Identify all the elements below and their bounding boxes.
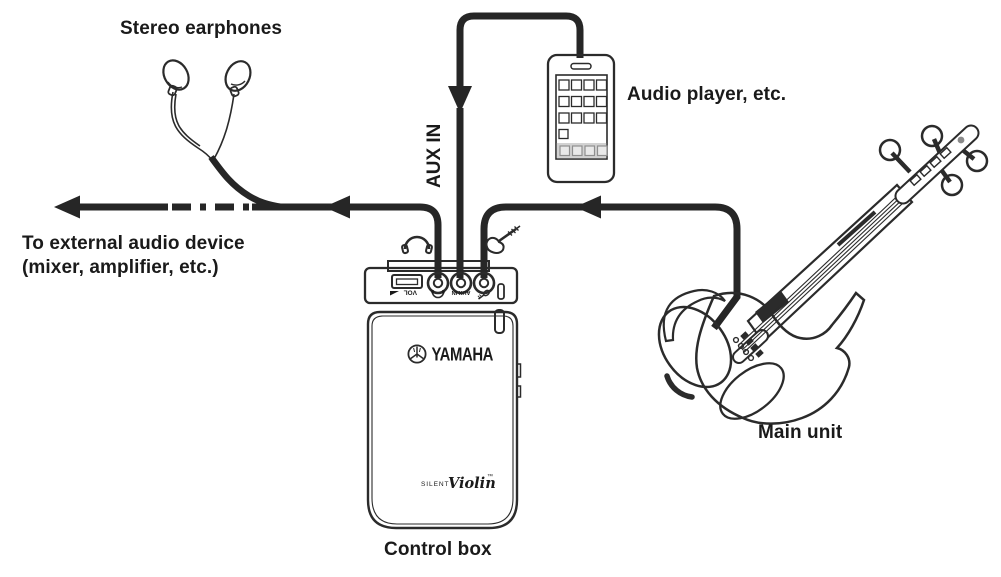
- label-audio-player: Audio player, etc.: [627, 84, 787, 105]
- product-prefix: SILENT: [421, 481, 450, 488]
- label-control-box: Control box: [384, 539, 492, 560]
- volume-wedge-icon: [390, 291, 399, 296]
- violin-pegs: [878, 124, 989, 197]
- violin-fingerboard-end: [755, 291, 789, 323]
- violin-body-frame: [695, 291, 866, 425]
- arrowhead-down-icon: [448, 86, 472, 113]
- headphones-jack-label: [431, 289, 445, 299]
- yamaha-tuning-fork-icon: [407, 344, 427, 364]
- control-box-inner-line: [371, 315, 514, 525]
- volume-label-group: VOL: [390, 289, 417, 296]
- violin-strings: [737, 191, 909, 353]
- violin-icon: [485, 225, 521, 254]
- violin-chin-rest: [657, 305, 733, 389]
- violin-neck: [746, 183, 914, 344]
- control-box-body: [366, 310, 519, 530]
- arrowhead-left-icon: [575, 195, 601, 219]
- earbud-left: [162, 59, 190, 91]
- violin-pegbox-dot: [957, 136, 965, 144]
- trademark: ™: [487, 473, 493, 480]
- panel-indicator: [497, 283, 505, 300]
- violin-neck-edge: [836, 210, 877, 247]
- volume-slider-knob[interactable]: [395, 278, 419, 286]
- side-button: [516, 363, 522, 378]
- headphones-jack[interactable]: [426, 271, 450, 295]
- phone-body: [546, 53, 616, 184]
- label-main-unit: Main unit: [758, 422, 843, 443]
- volume-label: VOL: [404, 289, 417, 296]
- violin-jack-hole: [478, 277, 490, 289]
- audio-player-illustration: [546, 53, 616, 184]
- cable-segment: [456, 12, 584, 88]
- earbud-right: [224, 60, 252, 92]
- violin-cable: [480, 195, 741, 331]
- label-aux-in-cable: AUX IN: [424, 123, 445, 188]
- volume-slider[interactable]: [391, 274, 423, 289]
- violin-shoulder-hook: [662, 288, 726, 343]
- phone-app-grid: [558, 79, 608, 140]
- yamaha-logo: YAMAHA: [407, 344, 494, 365]
- arrowhead-left-icon: [54, 195, 80, 219]
- aux-in-cable: [448, 12, 584, 278]
- label-stereo-earphones: Stereo earphones: [120, 18, 283, 39]
- belt-clip: [494, 309, 505, 334]
- phone-dock-icons: [559, 145, 608, 157]
- product-name: Violin: [448, 475, 496, 492]
- violin-illustration: [657, 124, 989, 425]
- aux-in-jack-hole: [455, 277, 467, 289]
- violin-clamp: [664, 373, 695, 400]
- cable-segment: [480, 203, 741, 331]
- panel-labels: VOL AUX IN: [390, 289, 491, 300]
- control-box-illustration: [366, 309, 522, 530]
- violin-fine-tuners: [732, 331, 764, 362]
- panel-jacks: [426, 271, 505, 300]
- aux-in-jack[interactable]: [449, 271, 473, 295]
- violin-pegbox-tuners: [909, 136, 965, 187]
- earphones-illustration: [162, 59, 300, 211]
- phone-speaker: [570, 62, 592, 70]
- label-external-audio-line2: (mixer, amplifier, etc.): [22, 257, 219, 278]
- product-logo: SILENT Violin ™: [421, 473, 496, 492]
- label-external-audio-line1: To external audio device: [22, 233, 245, 254]
- side-button: [516, 385, 522, 398]
- arrowhead-left-icon: [324, 195, 350, 219]
- violin-body-opening: [719, 362, 785, 420]
- headphones-jack-hole: [432, 277, 444, 289]
- violin-jack-label: [477, 289, 491, 300]
- brand-text: YAMAHA: [431, 344, 493, 365]
- aux-in-jack-label: AUX IN: [452, 289, 471, 295]
- cable-segment: [252, 203, 442, 278]
- headphones-icon: [401, 235, 433, 255]
- output-cable: [54, 195, 442, 278]
